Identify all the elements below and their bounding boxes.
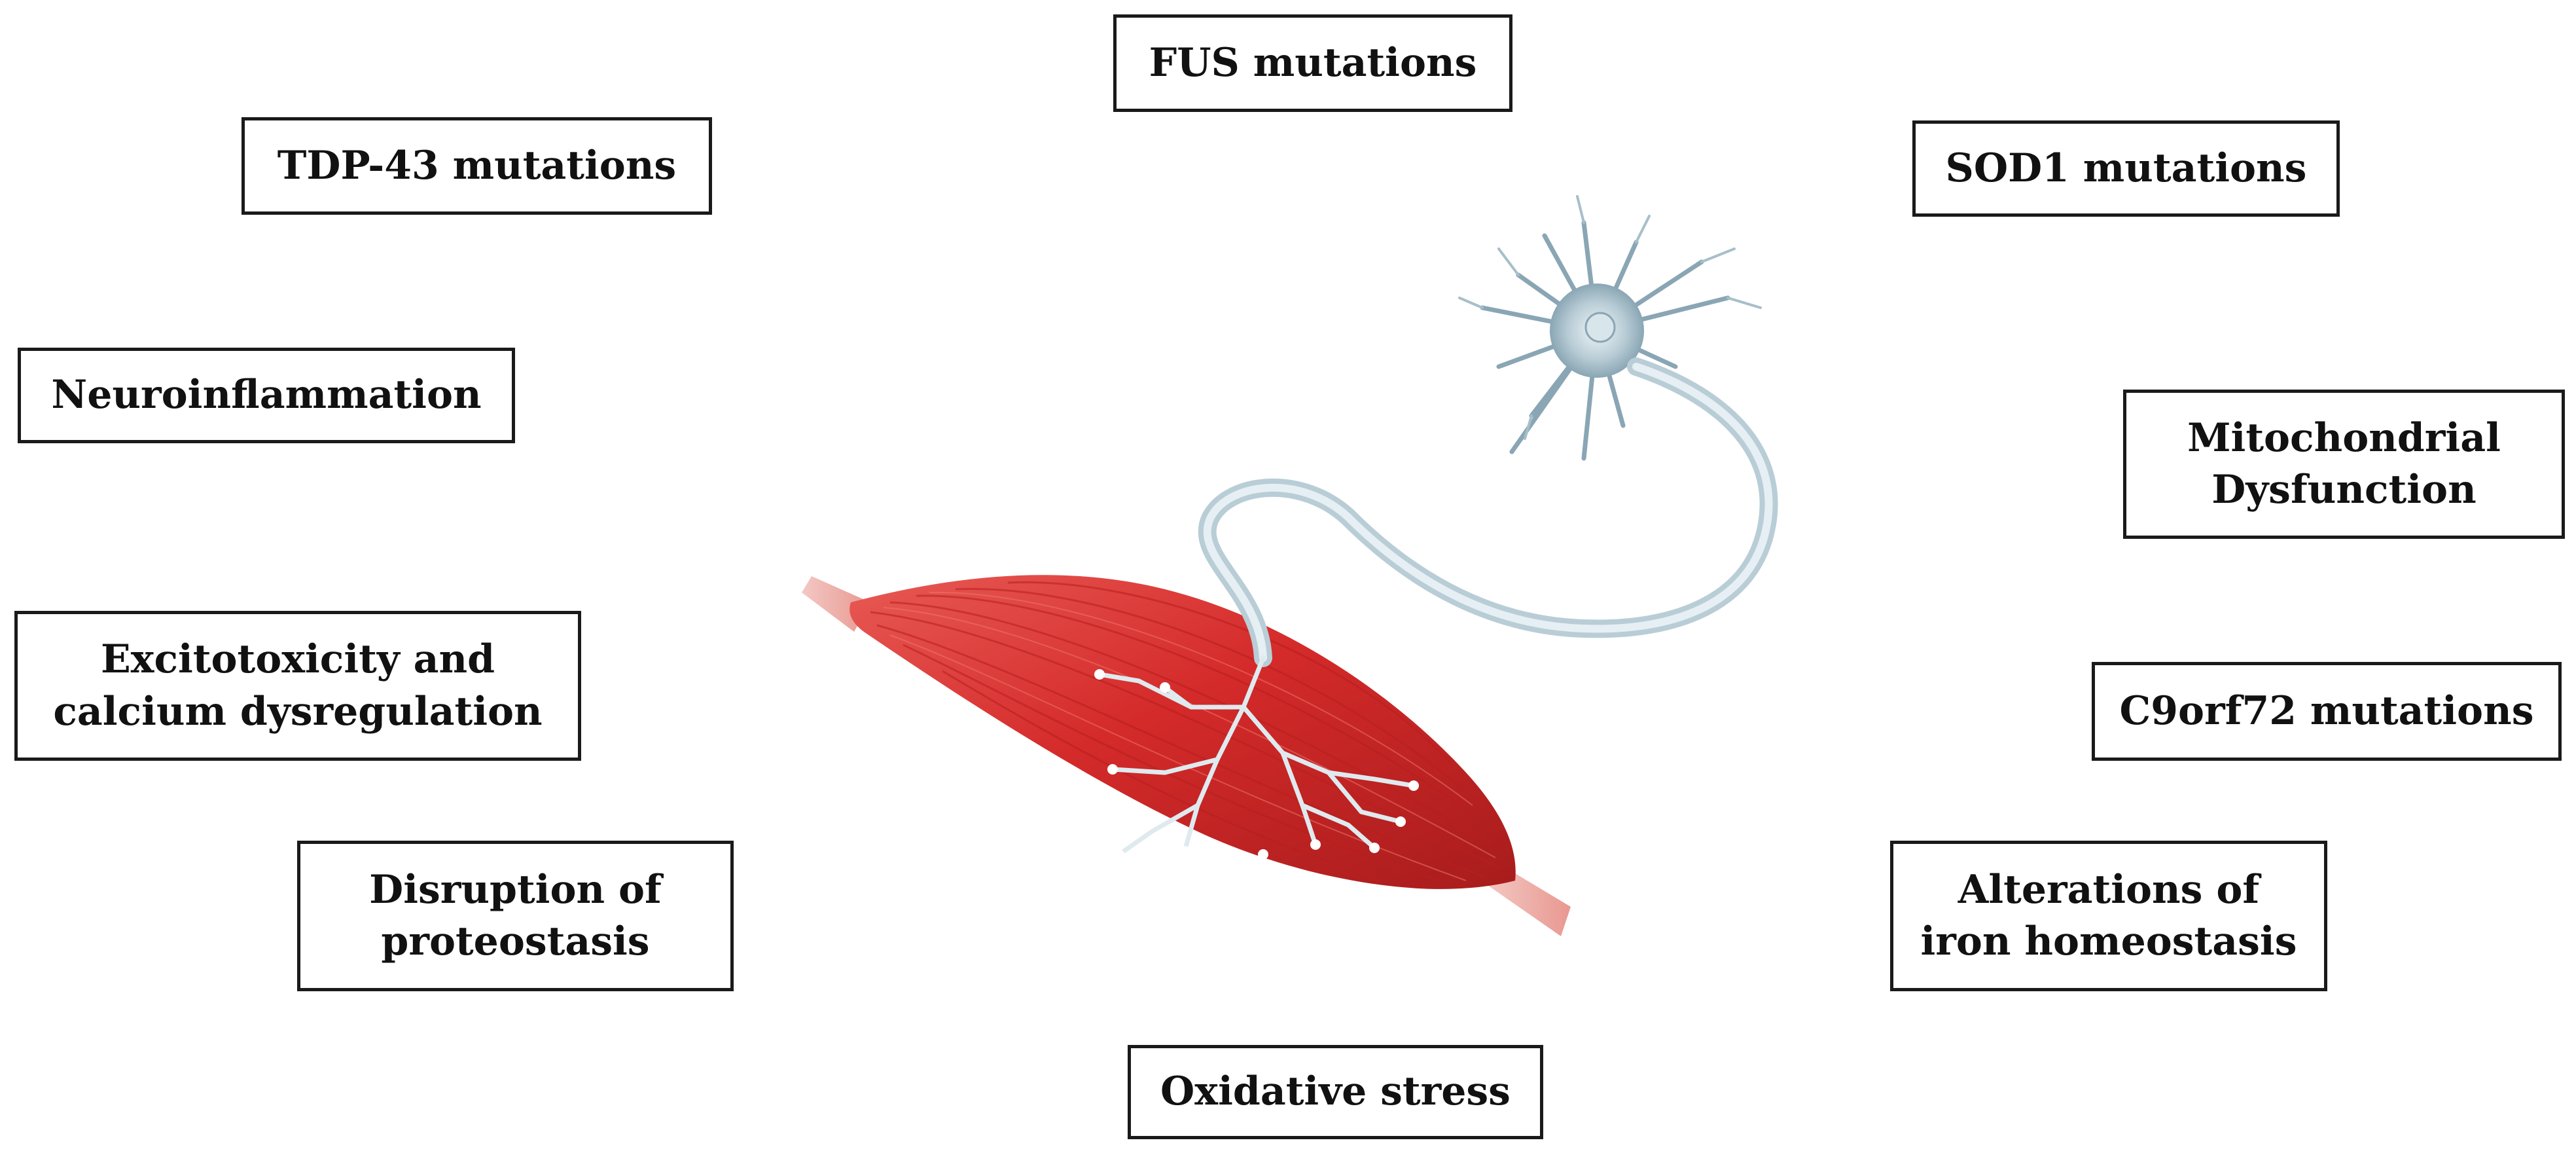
- label-fus-text: FUS mutations: [1149, 39, 1477, 86]
- skeletal-muscle: [850, 575, 1516, 889]
- motor-neuron: [1198, 195, 1778, 667]
- label-neuroinflammation: Neuroinflammation: [18, 348, 515, 443]
- label-iron-homeostasis: Alterations of iron homeostasis: [1890, 841, 2327, 991]
- label-disruption-proteostasis: Disruption of proteostasis: [297, 841, 734, 991]
- label-excito-line2: calcium dysregulation: [53, 688, 543, 735]
- label-iron-line1: Alterations of: [1958, 866, 2260, 913]
- label-neuroinflammation-text: Neuroinflammation: [51, 372, 482, 418]
- label-mitochondrial-dysfunction: Mitochondrial Dysfunction: [2123, 390, 2565, 539]
- label-oxidative-stress: Oxidative stress: [1128, 1045, 1543, 1139]
- label-oxidative-text: Oxidative stress: [1160, 1069, 1511, 1115]
- label-mito-line1: Mitochondrial: [2187, 414, 2501, 461]
- label-tdp43-mutations: TDP-43 mutations: [241, 117, 712, 215]
- label-excitotoxicity: Excitotoxicity and calcium dysregulation: [14, 611, 581, 761]
- label-iron-line2: iron homeostasis: [1920, 919, 2297, 964]
- label-tdp43-text: TDP-43 mutations: [277, 142, 677, 189]
- label-c9orf72-text: C9orf72 mutations: [2119, 687, 2534, 734]
- label-disruption-line2: proteostasis: [381, 919, 650, 964]
- label-fus-mutations: FUS mutations: [1113, 14, 1512, 112]
- label-sod1-text: SOD1 mutations: [1945, 145, 2307, 191]
- neuromuscular-junction-branches: [1097, 655, 1416, 857]
- label-disruption-line1: Disruption of: [369, 866, 662, 913]
- label-mito-line2: Dysfunction: [2211, 467, 2477, 513]
- muscle-tendon-right: [1486, 868, 1571, 936]
- neuromuscular-junction-terminals: [1094, 669, 1419, 860]
- label-sod1-mutations: SOD1 mutations: [1912, 120, 2340, 217]
- label-c9orf72-mutations: C9orf72 mutations: [2092, 662, 2562, 761]
- label-excito-line1: Excitotoxicity and: [100, 636, 495, 683]
